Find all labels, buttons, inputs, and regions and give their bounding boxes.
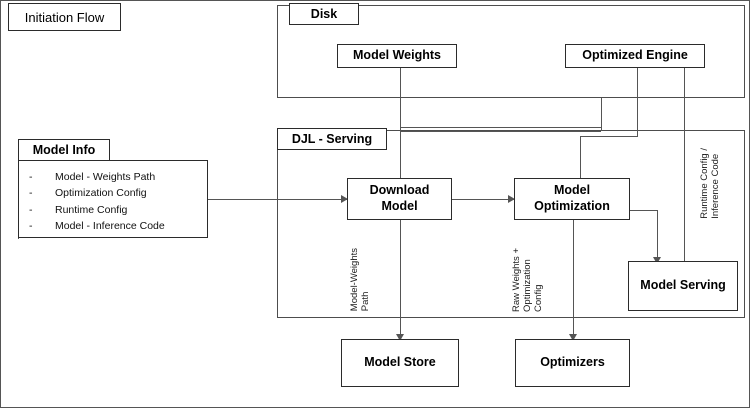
edge-model-serving-to-optimized-engine (684, 65, 685, 262)
edge-label-runtime-config-inference-code: Runtime Config / Inference Code (699, 148, 721, 219)
model-info-item-text: Model - Weights Path (55, 171, 156, 183)
container-disk-tab: Disk (289, 3, 359, 25)
model-info-title: Model Info (32, 143, 96, 157)
bullet-dash: - (29, 187, 33, 200)
node-optimized-engine-label: Optimized Engine (582, 48, 688, 63)
model-info-item: - Model - Inference Code (29, 218, 201, 234)
model-info-item: - Model - Weights Path (29, 169, 201, 185)
node-model-weights-label: Model Weights (353, 48, 441, 63)
model-info-item-text: Runtime Config (55, 203, 128, 216)
arrowhead-into-optimizers (569, 334, 577, 341)
container-djl-serving-label: DJL - Serving (291, 132, 373, 146)
node-model-optimization-label: Model Optimization (534, 183, 610, 213)
edge-model-optimization-to-optimizers (573, 219, 574, 338)
model-info-tab: Model Info (18, 139, 110, 161)
arrowhead-into-model-store (396, 334, 404, 341)
edge-download-model-to-model-weights (400, 65, 401, 180)
container-disk (277, 5, 745, 98)
bus-line-lower (400, 131, 601, 132)
bullet-dash: - (29, 219, 33, 232)
edge-download-model-to-model-store (400, 219, 401, 338)
model-info-item-text: Model - Inference Code (55, 219, 165, 232)
arrowhead-into-download-model (341, 195, 348, 203)
arrowhead-into-model-serving (653, 257, 661, 264)
node-model-weights[interactable]: Model Weights (337, 44, 457, 68)
edge-model-optimization-to-model-serving-h (630, 210, 657, 211)
arrowhead-into-model-optimization (508, 195, 515, 203)
edge-label-model-weights-path: Model-Weights Path (349, 248, 371, 312)
node-model-store-label: Model Store (364, 355, 436, 370)
edge-to-optimized-engine-left (637, 65, 638, 137)
model-info-item: - Runtime Config (29, 202, 201, 218)
edge-model-optimization-up-segment (580, 136, 581, 180)
diagram-title-tab: Initiation Flow (8, 3, 121, 31)
bullet-dash: - (29, 203, 33, 216)
bus-riser-right (601, 98, 602, 131)
edge-model-optimization-to-model-serving-v (657, 210, 658, 261)
node-optimizers-label: Optimizers (540, 355, 605, 370)
container-djl-serving-tab: DJL - Serving (277, 128, 387, 150)
bus-line-upper (400, 127, 601, 128)
bullet-dash: - (29, 171, 33, 183)
container-djl-serving (277, 130, 745, 318)
node-download-model-label: Download Model (369, 183, 430, 213)
model-info-item: - Optimization Config (29, 185, 201, 201)
node-model-store[interactable]: Model Store (341, 339, 459, 387)
page-title: Initiation Flow (24, 9, 105, 25)
container-disk-label: Disk (310, 7, 338, 21)
node-optimizers[interactable]: Optimizers (515, 339, 630, 387)
edge-model-info-to-download-model (208, 199, 347, 200)
model-info-item-text: Optimization Config (55, 187, 147, 200)
node-model-serving-label: Model Serving (640, 278, 726, 293)
model-info-body: - Model - Weights Path - Optimization Co… (18, 160, 208, 238)
node-optimized-engine[interactable]: Optimized Engine (565, 44, 705, 68)
node-model-optimization[interactable]: Model Optimization (514, 178, 630, 220)
edge-label-raw-weights-optimization-config: Raw Weights + Optimization Config (511, 248, 544, 312)
edge-model-optimization-elbow-segment (580, 136, 637, 137)
node-download-model[interactable]: Download Model (347, 178, 452, 220)
node-model-serving[interactable]: Model Serving (628, 261, 738, 311)
edge-download-model-to-model-optimization (452, 199, 514, 200)
